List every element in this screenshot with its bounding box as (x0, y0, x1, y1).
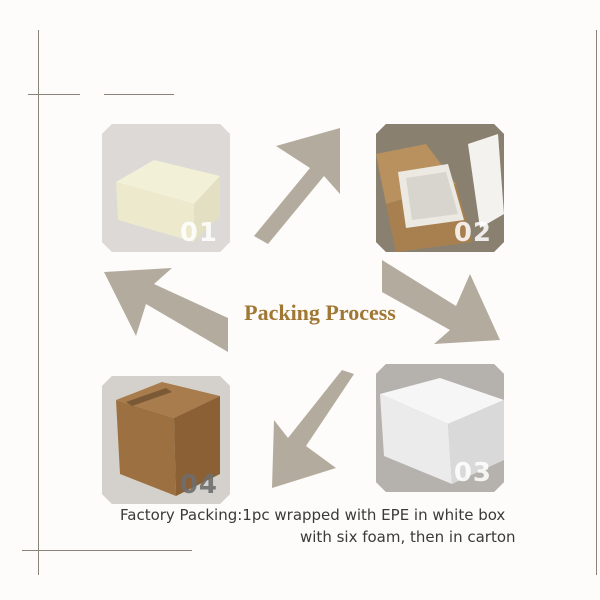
white-box-image (376, 364, 504, 492)
caption-line-2: with six foam, then in carton (300, 528, 516, 546)
step-04-photo: 04 (102, 376, 230, 504)
step-03-photo: 03 (376, 364, 504, 492)
foam-box-image (102, 124, 230, 252)
caption-line-1: Factory Packing:1pc wrapped with EPE in … (120, 506, 506, 524)
step-number: 03 (453, 458, 492, 488)
arrow-down-right-icon (382, 260, 500, 344)
sealed-carton-image (102, 376, 230, 504)
arrow-up-right-icon (254, 128, 340, 244)
frame-line-top-short-1 (28, 94, 80, 95)
frame-line-top-short-2 (104, 94, 174, 95)
step-number: 01 (179, 218, 218, 248)
arrow-up-left-icon (104, 268, 228, 352)
open-carton-image (376, 124, 504, 252)
step-number: 02 (453, 218, 492, 248)
arrow-down-left-icon (272, 370, 354, 488)
step-02-photo: 02 (376, 124, 504, 252)
step-01-photo: 01 (102, 124, 230, 252)
frame-line-right-vertical (596, 30, 597, 575)
step-number: 04 (179, 470, 218, 500)
frame-line-bottom (22, 550, 192, 551)
page-title: Packing Process (244, 300, 396, 325)
frame-line-left-vertical (38, 30, 39, 575)
